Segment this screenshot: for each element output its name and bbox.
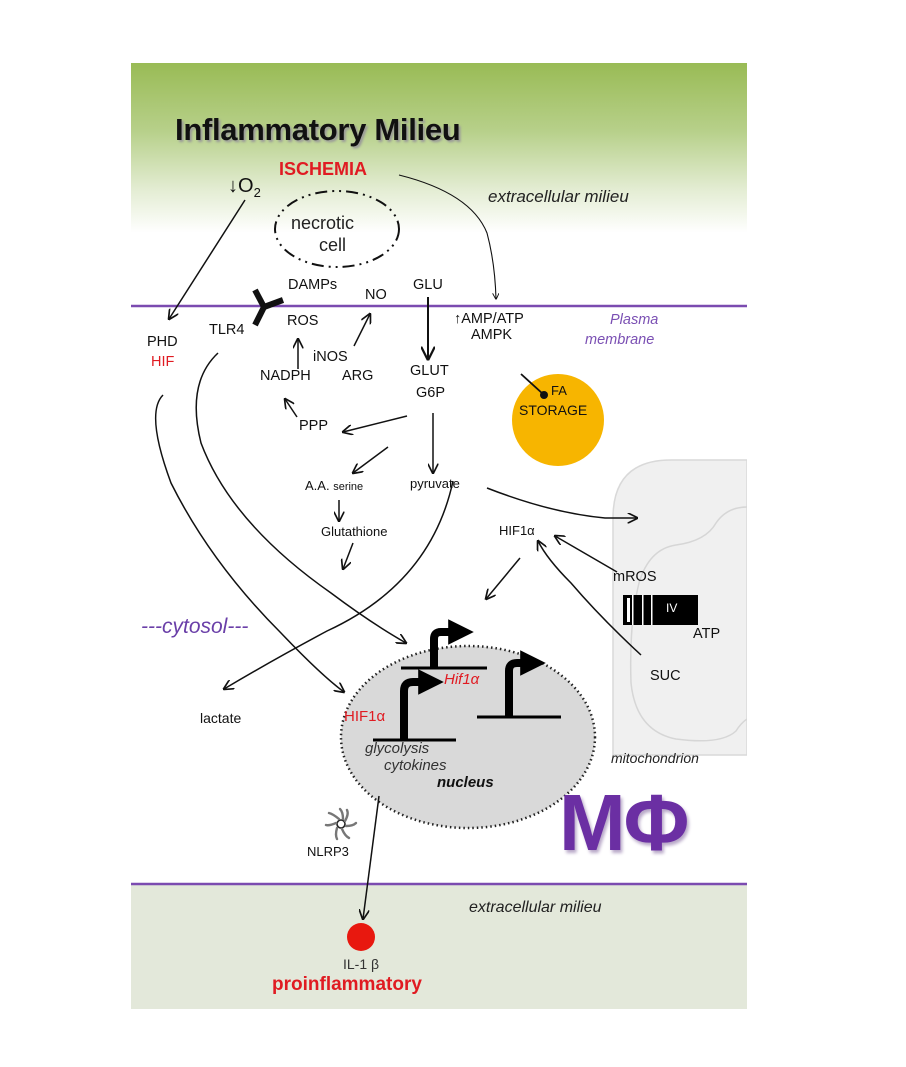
storage-label: STORAGE (519, 402, 588, 418)
complex-iv-label: IV (666, 601, 678, 615)
nadph-label: NADPH (260, 368, 311, 384)
arrow-ischemia-ampatp (398, 174, 496, 299)
arrow-o2-phd (169, 199, 246, 319)
arrow-ppp-nadph (285, 399, 298, 418)
extracellular-milieu-bottom-label: extracellular milieu (469, 899, 602, 916)
arrow-mros-hif1a (555, 536, 618, 573)
oxygen-symbol: O (238, 175, 254, 197)
extracellular-bottom-band (131, 884, 747, 1009)
hif1a-protein-label: HIF1α (344, 708, 386, 725)
arrow-hif-nucleus (154, 394, 344, 692)
lactate-label: lactate (200, 710, 242, 726)
arrow-nucleus-il1b (363, 795, 380, 919)
inos-label: iNOS (313, 349, 348, 365)
hif1a-cytosol-label: HIF1α (499, 523, 535, 538)
tlr4-receptor-icon (252, 288, 285, 327)
amp-atp-label: ↑AMP/ATP (454, 311, 524, 327)
hif-label: HIF (151, 354, 175, 370)
diagram-title: Inflammatory Milieu (175, 112, 461, 147)
arrow-g6p-ppp (343, 415, 408, 432)
suc-label: SUC (650, 668, 681, 684)
membrane-label: membrane (585, 332, 655, 348)
nucleus-label: nucleus (437, 774, 494, 791)
arrow-glutathione-down (343, 542, 354, 569)
glutathione-label: Glutathione (321, 524, 388, 539)
cell-label: cell (319, 235, 347, 255)
mros-label: mROS (613, 569, 657, 585)
nlrp3-inflammasome-icon (324, 807, 358, 841)
extracellular-top-band (131, 63, 747, 233)
arg-label: ARG (342, 368, 374, 384)
fa-label: FA (551, 383, 567, 398)
hif1a-gene-label: Hif1α (444, 671, 480, 688)
arrow-inos-no (353, 314, 370, 347)
arrow-tlr4-nucleus (195, 352, 406, 643)
cytosol-label: ---cytosol--- (141, 615, 249, 638)
glycolysis-label: glycolysis (365, 740, 430, 757)
glu-label: GLU (413, 277, 443, 293)
arrow-pyruvate-lactate (224, 480, 454, 689)
extracellular-milieu-top-label: extracellular milieu (488, 187, 629, 206)
ros-label: ROS (287, 313, 319, 329)
pathway-diagram (131, 174, 747, 951)
necrotic-cell-outline (274, 190, 400, 268)
no-label: NO (365, 287, 387, 303)
damps-label: DAMPs (288, 277, 338, 293)
atp-label: ATP (693, 626, 721, 642)
diagram-panel: Inflammatory Milieu ISCHEMIA ↓O2 extrace… (131, 63, 747, 1009)
arrow-ampk-fa (520, 373, 544, 395)
ppp-label: PPP (299, 418, 329, 434)
electron-transport-chain-icon (623, 595, 698, 625)
gene-promoter-third (477, 650, 561, 719)
tlr4-label: TLR4 (209, 322, 245, 338)
arrow-hif1a-nucleus (486, 557, 521, 599)
arrow-suc-hif1a (538, 541, 642, 656)
nlrp3-label: NLRP3 (307, 844, 349, 859)
oxygen-label: ↓O2 (228, 175, 261, 200)
plasma-label: Plasma (610, 312, 659, 328)
pyruvate-label: pyruvate (410, 476, 460, 491)
arrow-pyruvate-mitochondrion (486, 487, 637, 518)
serine-label: serine (333, 481, 364, 493)
g6p-label: G6P (416, 385, 446, 401)
il1b-dot (347, 923, 375, 951)
phd-label: PHD (147, 334, 178, 350)
oxygen-subscript: 2 (253, 185, 261, 200)
arrow-g6p-aaserine (353, 446, 389, 473)
proinflammatory-label: proinflammatory (272, 974, 422, 995)
fa-storage-circle (512, 374, 604, 466)
ampk-label: AMPK (471, 327, 513, 343)
ischemia-label: ISCHEMIA (279, 159, 368, 179)
gene-promoter-hif1a (401, 619, 487, 670)
necrotic-label: necrotic (291, 213, 355, 233)
ampk-fa-dot (540, 391, 548, 399)
gene-promoter-glycolysis (373, 669, 456, 742)
macrophage-label: MΦ (559, 778, 689, 867)
aa-label: A.A. (305, 478, 330, 493)
mitochondrion-label: mitochondrion (611, 750, 699, 766)
oxygen-decrease-arrow: ↓ (228, 175, 238, 197)
il1b-label: IL-1 β (343, 956, 380, 972)
aa-serine-label: A.A. serine (305, 478, 363, 493)
glut-label: GLUT (410, 363, 449, 379)
cytokines-label: cytokines (384, 757, 447, 774)
